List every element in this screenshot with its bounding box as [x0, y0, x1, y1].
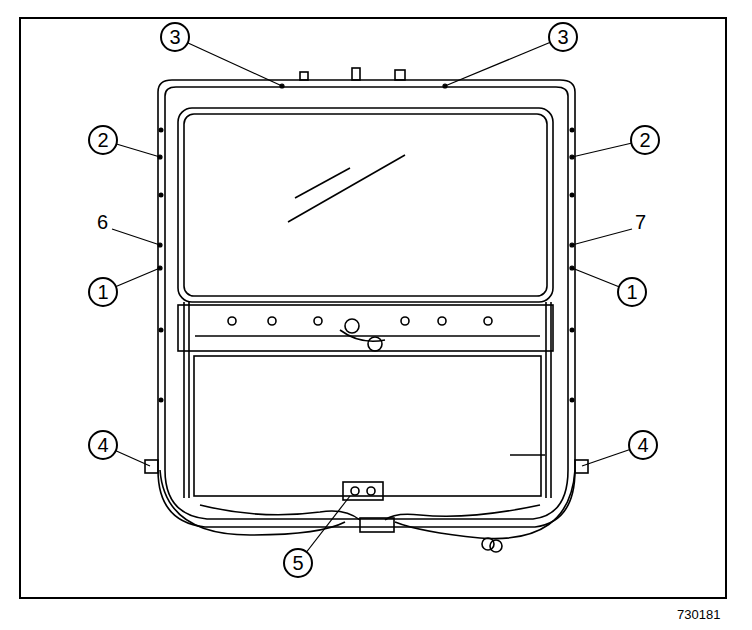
callout-number: 3	[169, 27, 180, 47]
drain-hose	[395, 470, 575, 539]
callout-circle: 5	[283, 548, 313, 578]
leader-dot	[570, 155, 574, 159]
callout-circle: 3	[548, 22, 578, 52]
guide-rail	[183, 302, 185, 498]
callout-circle: 4	[88, 430, 118, 460]
leader-dot	[158, 266, 162, 270]
callout-number: 2	[639, 130, 650, 150]
callout-number: 1	[97, 282, 108, 302]
callout-circle: 4	[628, 430, 658, 460]
module-frame	[158, 80, 575, 527]
bolt	[438, 317, 446, 325]
hole	[570, 193, 575, 198]
figure-number: 730181	[675, 607, 722, 622]
guide-rail	[188, 302, 190, 498]
bolt	[314, 317, 322, 325]
drain-hose	[160, 470, 345, 535]
crossbar	[178, 305, 553, 351]
callout-circle: 3	[160, 22, 190, 52]
rail-detail	[510, 454, 545, 456]
hose-coil	[482, 538, 494, 550]
callout-number: 1	[626, 282, 637, 302]
sunroof-module	[145, 68, 588, 552]
hole	[570, 128, 575, 133]
connector	[360, 518, 394, 532]
side-holes	[159, 128, 575, 403]
callout-number: 3	[557, 27, 568, 47]
roof-opening	[194, 356, 541, 496]
callout-number: 4	[97, 435, 108, 455]
front-tab	[352, 68, 360, 80]
hole	[159, 193, 164, 198]
glass-reflection	[288, 155, 405, 222]
bolt	[268, 317, 276, 325]
leader-line	[572, 229, 632, 245]
glass-panel	[178, 108, 553, 302]
glass-reflection	[295, 168, 350, 198]
callout-circle: 1	[88, 277, 118, 307]
callout-number: 2	[97, 130, 108, 150]
bolt	[351, 487, 359, 495]
hole	[570, 328, 575, 333]
bolt	[228, 317, 236, 325]
hole	[159, 328, 164, 333]
front-tab	[300, 72, 308, 80]
hole	[159, 398, 164, 403]
callout-number: 4	[637, 435, 648, 455]
bolt	[401, 317, 409, 325]
bolt	[367, 487, 375, 495]
leader-dot	[158, 155, 162, 159]
leader-dot	[280, 84, 284, 88]
hole	[159, 128, 164, 133]
glass-inner	[184, 114, 547, 296]
crossbar-line	[195, 335, 540, 337]
callout-number: 6	[95, 211, 110, 233]
callout-circle: 1	[617, 277, 647, 307]
hole	[570, 398, 575, 403]
side-bracket	[575, 460, 588, 473]
leader-line	[112, 229, 160, 245]
callout-circle: 2	[88, 125, 118, 155]
callout-number: 5	[292, 553, 303, 573]
drive-cable	[340, 330, 385, 341]
callout-number: 7	[633, 211, 648, 233]
wire-harness	[385, 505, 540, 520]
leader-dot	[570, 243, 574, 247]
leader-line	[175, 37, 282, 86]
leader-lines	[103, 37, 645, 563]
drive-gear	[368, 337, 382, 351]
leader-dot	[158, 243, 162, 247]
frame-border	[20, 18, 726, 598]
hose-coil	[490, 540, 502, 552]
front-tab	[395, 70, 405, 80]
guide-rail	[550, 302, 552, 498]
bolt	[484, 317, 492, 325]
leader-dot	[443, 84, 447, 88]
wire-harness	[200, 505, 360, 520]
side-bracket	[145, 460, 158, 473]
module-frame-inner	[165, 87, 568, 519]
callout-circle: 2	[630, 125, 660, 155]
leader-line	[445, 37, 563, 86]
guide-rail	[545, 302, 547, 498]
leader-dot	[570, 266, 574, 270]
drive-gear	[345, 319, 359, 333]
